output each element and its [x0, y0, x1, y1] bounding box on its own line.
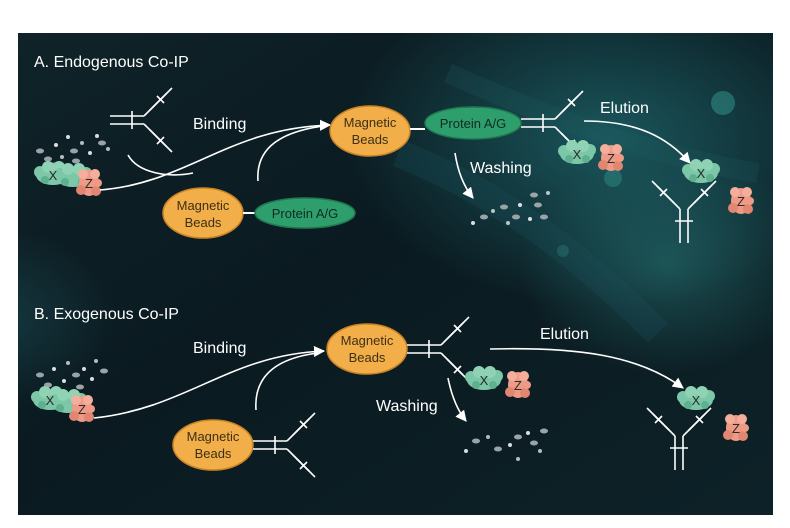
washing-label-a: Washing	[470, 160, 532, 177]
svg-text:Z: Z	[737, 194, 745, 209]
elution-label-a: Elution	[600, 100, 649, 117]
washed-particles-a	[471, 191, 550, 225]
binding-label-b: Binding	[193, 340, 246, 357]
binding-arrow-a-antibody	[127, 154, 194, 176]
eluted-products-a: X Z	[651, 159, 754, 244]
co-ip-diagram: A. Endogenous Co-IP X Z Binding Magnetic…	[18, 33, 773, 515]
magnetic-beads-b-input: Magnetic Beads	[172, 412, 316, 478]
washing-label-b: Washing	[376, 398, 438, 415]
svg-text:Magnetic: Magnetic	[341, 333, 394, 348]
svg-text:X: X	[692, 393, 701, 408]
magnetic-beads-b-captured: Magnetic Beads X Z	[326, 316, 531, 398]
binding-arrow-a-beads	[257, 125, 324, 182]
washed-particles-b	[464, 428, 548, 461]
svg-text:X: X	[480, 373, 489, 388]
svg-text:X: X	[46, 393, 55, 408]
elution-arrow-a	[583, 120, 691, 164]
washing-arrow-a	[454, 152, 474, 199]
magnetic-beads-a-captured: Magnetic Beads Protein A/G X Z	[329, 90, 624, 171]
protein-z-label: Z	[85, 176, 93, 191]
binding-arrow-b	[93, 345, 326, 419]
section-a-title: A. Endogenous Co-IP	[34, 54, 189, 71]
protein-ag-label: Protein A/G	[272, 206, 338, 221]
svg-text:Z: Z	[514, 378, 522, 393]
magnetic-beads-a-input: Magnetic Beads Protein A/G	[162, 187, 356, 239]
svg-text:Z: Z	[732, 421, 740, 436]
svg-text:Magnetic: Magnetic	[344, 115, 397, 130]
protein-complex-b-input: X Z	[31, 386, 95, 422]
protein-x-label: X	[49, 168, 58, 183]
washing-arrow-b	[447, 377, 467, 422]
svg-text:X: X	[697, 166, 706, 181]
svg-text:Beads: Beads	[352, 132, 389, 147]
svg-text:Z: Z	[78, 402, 86, 417]
eluted-products-b: X Z	[646, 386, 749, 471]
svg-text:Protein A/G: Protein A/G	[440, 116, 506, 131]
binding-label-a: Binding	[193, 116, 246, 133]
elution-label-b: Elution	[540, 326, 589, 343]
svg-text:Beads: Beads	[185, 215, 222, 230]
svg-text:Z: Z	[607, 151, 615, 166]
protein-complex-a-input: X Z	[34, 161, 102, 196]
binding-arrow-a	[99, 119, 332, 191]
svg-text:X: X	[573, 147, 582, 162]
section-b-title: B. Exogenous Co-IP	[34, 306, 179, 323]
elution-arrow-b	[489, 347, 684, 389]
svg-text:Magnetic: Magnetic	[187, 429, 240, 444]
svg-text:Beads: Beads	[195, 446, 232, 461]
svg-text:Magnetic: Magnetic	[177, 198, 230, 213]
binding-arrow-b-beads	[255, 352, 319, 411]
svg-text:Beads: Beads	[349, 350, 386, 365]
